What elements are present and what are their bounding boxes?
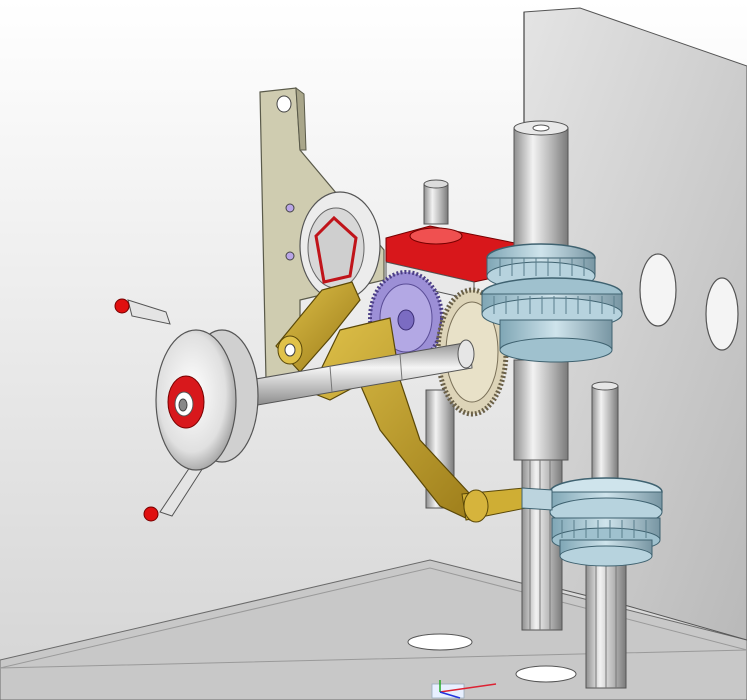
base-hole-1 (407, 633, 473, 651)
red-block (385, 225, 521, 301)
handwheel (114, 298, 259, 522)
knob-upper (114, 298, 130, 314)
cam-disc (299, 191, 381, 301)
gear-stack-upper (481, 243, 623, 363)
plate-hole-1 (639, 253, 677, 327)
base-hole-2 (515, 665, 577, 683)
axis-triad-icon (431, 680, 497, 699)
knob-lower (143, 506, 159, 522)
plate-hole-2 (705, 277, 739, 351)
horizontal-shaft (249, 339, 475, 407)
gear-stack-lower (549, 477, 663, 567)
